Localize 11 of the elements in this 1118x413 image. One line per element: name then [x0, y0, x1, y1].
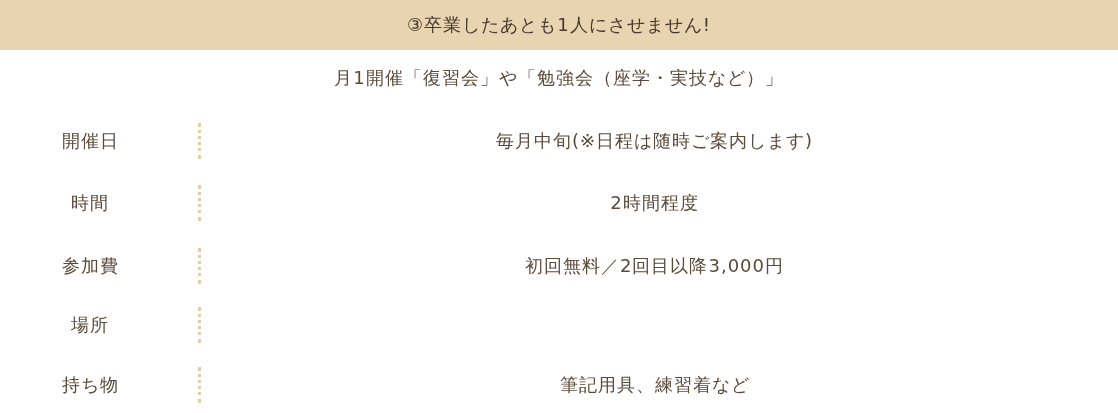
row-label: 時間: [70, 191, 110, 215]
row-label: 参加費: [60, 254, 120, 278]
title-banner: ③卒業したあとも1人にさせません!: [0, 0, 1118, 50]
row-label: 場所: [70, 313, 110, 337]
row-value: 筆記用具、練習着など: [558, 373, 751, 397]
row-value: 毎月中旬(※日程は随時ご案内します): [494, 129, 815, 153]
row-label: 持ち物: [60, 373, 120, 397]
row-label: 開催日: [60, 129, 120, 153]
subtitle: 月1開催「復習会」や「勉強会（座学・実技など）」: [333, 66, 785, 90]
row-value: 初回無料／2回目以降3,000円: [524, 254, 785, 278]
row-value: 2時間程度: [609, 191, 700, 215]
